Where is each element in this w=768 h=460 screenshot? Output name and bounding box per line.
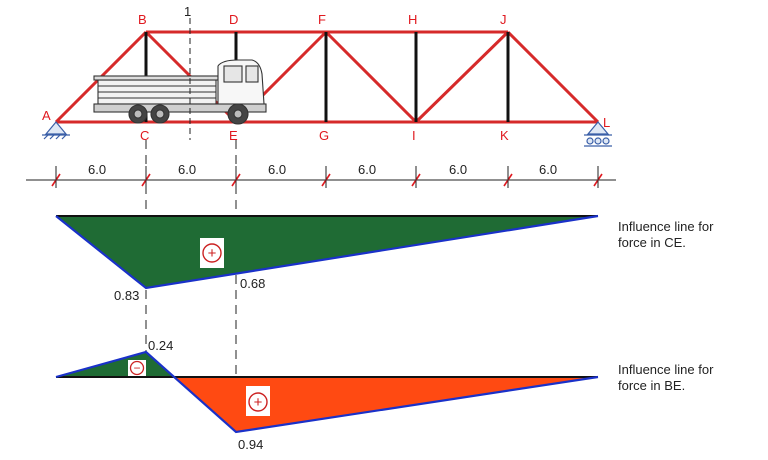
node-label-l: L xyxy=(603,115,610,130)
node-labels: B D F H J A C E G I K L xyxy=(42,12,610,143)
dimension-label-ac: 6.0 xyxy=(88,162,106,177)
ce-value-at-c: 0.83 xyxy=(114,288,139,303)
node-label-f: F xyxy=(318,12,326,27)
positive-sign: + xyxy=(208,245,217,262)
pin-support xyxy=(42,121,70,140)
positive-sign: + xyxy=(254,394,263,411)
ce-caption-line1: Influence line for xyxy=(618,219,714,234)
node-label-h: H xyxy=(408,12,417,27)
member-fi xyxy=(324,30,418,124)
node-label-e: E xyxy=(229,128,238,143)
be-caption-line2: force in BE. xyxy=(618,378,685,393)
influence-line-ce: + xyxy=(55,214,599,290)
dimension-label-eg: 6.0 xyxy=(268,162,286,177)
negative-sign: − xyxy=(133,361,140,375)
node-label-c: C xyxy=(140,128,149,143)
member-ij xyxy=(414,30,510,124)
roller-support xyxy=(584,121,612,147)
be-caption-line1: Influence line for xyxy=(618,362,714,377)
node-label-i: I xyxy=(412,128,416,143)
dimension-label-ik: 6.0 xyxy=(449,162,467,177)
node-label-a: A xyxy=(42,108,51,123)
be-value-peak: 0.24 xyxy=(148,338,173,353)
node-label-g: G xyxy=(319,128,329,143)
node-label-j: J xyxy=(500,12,507,27)
truck-icon xyxy=(93,59,267,125)
section-mark: 1 xyxy=(184,4,191,19)
node-label-b: B xyxy=(138,12,147,27)
dimension-label-kl: 6.0 xyxy=(539,162,557,177)
ce-caption-line2: force in CE. xyxy=(618,235,686,250)
ce-value-at-e: 0.68 xyxy=(240,276,265,291)
influence-line-be: − + xyxy=(55,350,599,434)
node-label-k: K xyxy=(500,128,509,143)
member-jl xyxy=(506,30,600,124)
dimension-label-ce: 6.0 xyxy=(178,162,196,177)
node-label-d: D xyxy=(229,12,238,27)
dimension-label-gi: 6.0 xyxy=(358,162,376,177)
dimension-labels: 6.0 6.0 6.0 6.0 6.0 6.0 xyxy=(88,162,557,177)
be-value-min: 0.94 xyxy=(238,437,263,452)
